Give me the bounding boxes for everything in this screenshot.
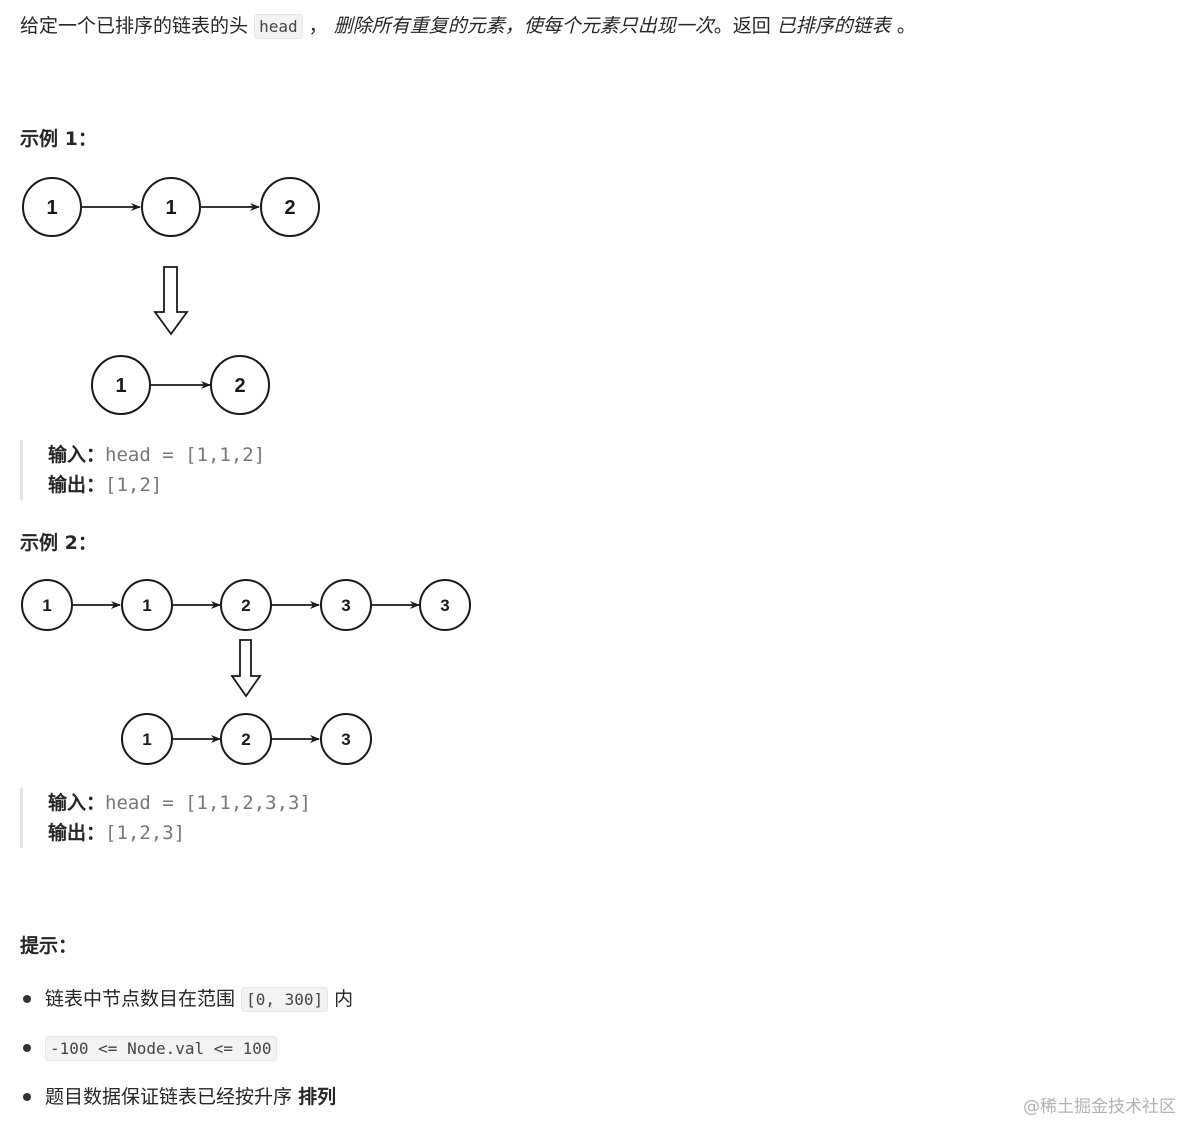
svg-text:3: 3: [341, 730, 350, 749]
example-1-top-node-2: 1: [141, 177, 201, 237]
input-value: head = [1,1,2]: [105, 444, 266, 466]
example-2-title: 示例 2：: [20, 532, 97, 554]
intro-sep: ，: [308, 15, 328, 37]
svg-text:2: 2: [241, 730, 250, 749]
svg-text:3: 3: [341, 596, 350, 615]
problem-statement: 给定一个已排序的链表的头 head ， 删除所有重复的元素，使每个元素只出现一次…: [20, 10, 916, 43]
output-label: 输出：: [48, 822, 106, 844]
constraint-suffix: 内: [334, 988, 354, 1010]
example-2-transform-arrow: [230, 639, 262, 698]
constraint-text: 链表中节点数目在范围: [45, 988, 236, 1010]
example-1-title: 示例 1：: [20, 128, 97, 150]
svg-text:1: 1: [142, 730, 151, 749]
output-value: [1,2,3]: [105, 822, 186, 844]
example-2-top-node-4: 3: [320, 579, 372, 631]
intro-return-text: 。返回: [713, 15, 771, 37]
example-1-svg: 1 1 2 1 2: [22, 177, 320, 415]
list-item: 题目数据保证链表已经按升序 排列: [20, 1078, 353, 1127]
list-item: 链表中节点数目在范围 [0, 300] 内: [20, 980, 353, 1029]
head-code: head: [254, 14, 303, 39]
svg-text:2: 2: [284, 197, 295, 219]
example-1-diagram: 1 1 2 1 2: [0, 160, 560, 430]
example-1-io: 输入：head = [1,1,2] 输出：[1,2]: [20, 440, 265, 500]
example-2-bottom-node-3: 3: [320, 713, 372, 765]
example-1-top-node-1: 1: [22, 177, 82, 237]
svg-text:1: 1: [165, 197, 176, 219]
input-value: head = [1,1,2,3,3]: [105, 792, 311, 814]
list-item: -100 <= Node.val <= 100: [20, 1029, 353, 1078]
constraint-emphasis: 排列: [298, 1086, 337, 1108]
output-label: 输出：: [48, 474, 106, 496]
intro-text: 给定一个已排序的链表的头: [20, 15, 249, 37]
svg-text:1: 1: [115, 375, 126, 397]
example-2-diagram: 1 1 2 3 3 1 2: [0, 570, 560, 780]
hints-title: 提示：: [20, 935, 78, 957]
example-2-top-node-2: 1: [121, 579, 173, 631]
svg-text:1: 1: [142, 596, 151, 615]
constraint-code: [0, 300]: [241, 987, 329, 1012]
svg-text:3: 3: [440, 596, 449, 615]
example-2-io: 输入：head = [1,1,2,3,3] 输出：[1,2,3]: [20, 788, 311, 848]
input-label: 输入：: [48, 444, 106, 466]
constraint-text: 题目数据保证链表已经按升序: [45, 1086, 293, 1108]
example-2-top-node-3: 2: [220, 579, 272, 631]
intro-end: 。: [896, 15, 916, 37]
example-1-bottom-node-1: 1: [91, 355, 151, 415]
svg-text:2: 2: [234, 375, 245, 397]
example-1-bottom-node-2: 2: [210, 355, 270, 415]
constraint-code: -100 <= Node.val <= 100: [45, 1036, 277, 1061]
svg-text:2: 2: [241, 596, 250, 615]
output-value: [1,2]: [105, 474, 163, 496]
example-2-top-node-5: 3: [419, 579, 471, 631]
intro-emphasis: 删除所有重复的元素，使每个元素只出现一次: [333, 15, 714, 37]
watermark: @稀土掘金技术社区: [1023, 1097, 1176, 1117]
svg-text:1: 1: [46, 197, 57, 219]
example-2-svg: 1 1 2 3 3 1 2: [21, 579, 471, 765]
input-label: 输入：: [48, 792, 106, 814]
constraints-list: 链表中节点数目在范围 [0, 300] 内 -100 <= Node.val <…: [20, 980, 353, 1127]
example-2-bottom-node-2: 2: [220, 713, 272, 765]
example-2-top-node-1: 1: [21, 579, 73, 631]
example-2-bottom-node-1: 1: [121, 713, 173, 765]
svg-text:1: 1: [42, 596, 51, 615]
example-1-top-node-3: 2: [260, 177, 320, 237]
intro-return-emphasis: 已排序的链表: [776, 15, 891, 37]
example-1-transform-arrow: [153, 266, 189, 336]
